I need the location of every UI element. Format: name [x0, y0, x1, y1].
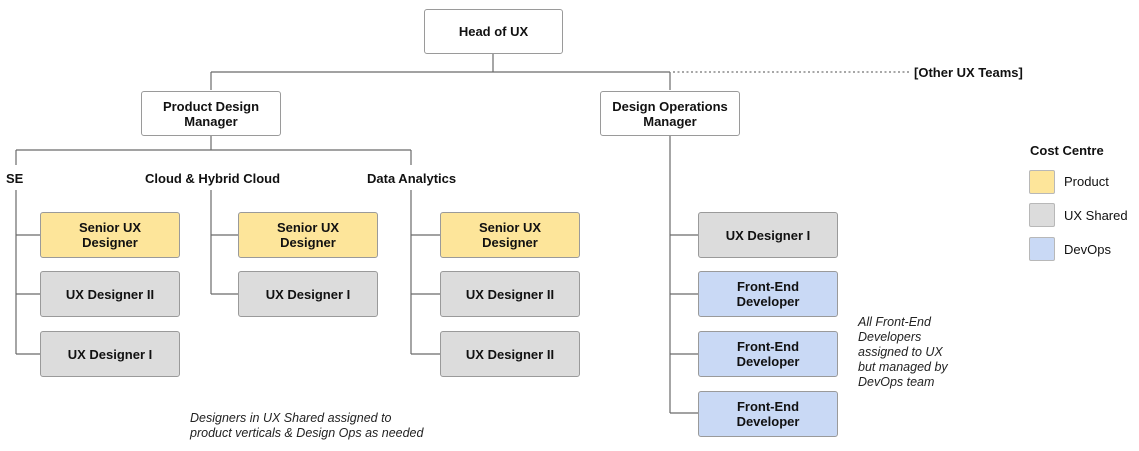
data-ux-designer-ii-box: UX Designer II: [440, 271, 580, 317]
data-ux-designer-ii-box: UX Designer II: [440, 331, 580, 377]
other-ux-teams-label: [Other UX Teams]: [914, 65, 1023, 80]
product-design-manager-box: Product Design Manager: [141, 91, 281, 136]
se-ux-designer-ii-box: UX Designer II: [40, 271, 180, 317]
legend-label-ux-shared: UX Shared: [1064, 208, 1128, 223]
ux-shared-note: Designers in UX Shared assigned to produ…: [190, 411, 424, 440]
cloud-ux-designer-i-box: UX Designer I: [238, 271, 378, 317]
legend-title: Cost Centre: [1030, 143, 1104, 158]
vertical-label-se: SE: [6, 171, 24, 186]
head-of-ux-box: Head of UX: [424, 9, 563, 54]
legend-label-devops: DevOps: [1064, 242, 1111, 257]
design-operations-manager-box: Design Operations Manager: [600, 91, 740, 136]
legend-label-product: Product: [1064, 174, 1109, 189]
front-end-note: All Front-End Developers assigned to UX …: [858, 315, 948, 389]
vertical-label-cloud: Cloud & Hybrid Cloud: [145, 171, 281, 186]
se-ux-designer-i-box: UX Designer I: [40, 331, 180, 377]
legend-swatch-ux-shared: [1029, 203, 1055, 227]
ops-ux-designer-i-box: UX Designer I: [698, 212, 838, 258]
vertical-label-data-analytics: Data Analytics: [367, 171, 457, 186]
head-of-ux-label: Head of UX: [458, 24, 529, 39]
legend-swatch-product: [1029, 170, 1055, 194]
legend-swatch-devops: [1029, 237, 1055, 261]
